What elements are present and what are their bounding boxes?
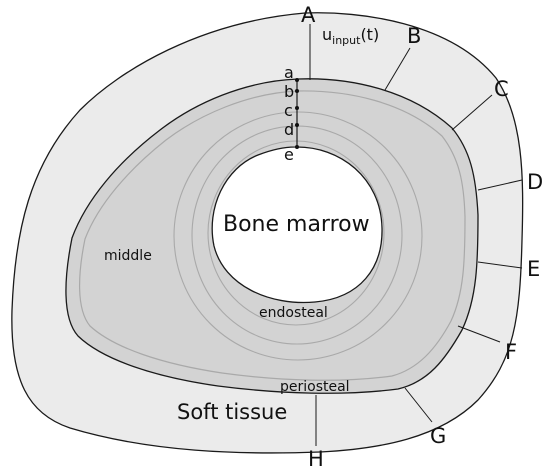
probe-label-d: d [284,120,294,139]
probe-point-a-dot [295,78,299,82]
input-label-tail: (t) [360,25,379,44]
input-label-subscript: input [332,34,361,47]
outer-label-G: G [430,424,446,448]
outer-label-C: C [494,77,509,101]
probe-point-c-dot [295,106,299,110]
probe-label-e: e [284,145,294,164]
periosteal-label: periosteal [280,379,350,395]
middle-label: middle [104,248,152,264]
input-label-main: u [322,25,332,44]
outer-label-E: E [527,257,540,281]
outer-label-H: H [308,447,324,469]
probe-label-b: b [284,82,294,101]
outer-label-F: F [505,340,517,364]
endosteal-label: endosteal [259,305,328,321]
soft-tissue-label: Soft tissue [177,400,287,424]
outer-label-A: A [301,3,316,27]
probe-label-c: c [284,101,293,120]
probe-point-e-dot [295,145,299,149]
outer-label-D: D [527,170,542,194]
probe-point-b-dot [295,89,299,93]
outer-label-B: B [407,24,421,48]
probe-point-d-dot [295,123,299,127]
bone-marrow-label: Bone marrow [223,212,370,237]
probe-label-a: a [284,63,294,82]
